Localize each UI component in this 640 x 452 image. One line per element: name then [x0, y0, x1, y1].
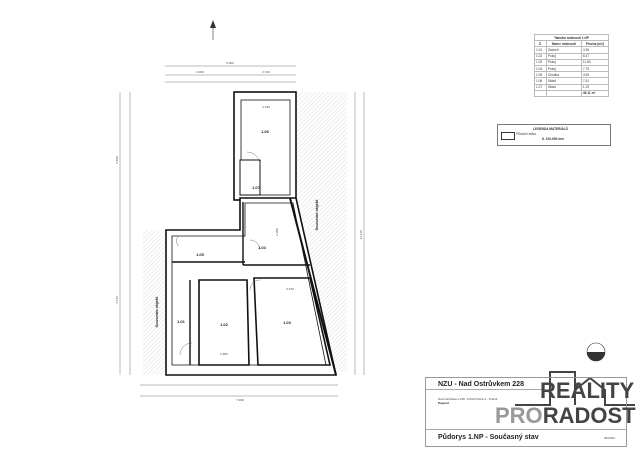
title-block: NZU - Nad Ostrůvkem 228 Nad Ostrůvkem 22…: [425, 377, 627, 447]
room-table-total: 46.11 m²: [580, 89, 610, 97]
room-label-104: 1.04: [258, 245, 267, 250]
door-swings: [176, 151, 261, 356]
logo: REALITY PRORADOST: [495, 378, 636, 428]
dim-top-left: 3.300: [196, 70, 204, 74]
dim-left-upper: 6.400: [115, 156, 119, 164]
room-label-103: 1.03: [283, 320, 292, 325]
dim-room-102: 2.285: [220, 352, 228, 356]
legend-item-detail: tl. 100-600 mm: [542, 137, 564, 141]
dimension-lines: [119, 65, 365, 397]
dim-room-104: 2.350: [275, 228, 279, 236]
neighbor-label-right: Sousední objekt: [314, 199, 319, 231]
logo-skyline-icon: [515, 371, 635, 406]
north-arrow-icon: [210, 20, 216, 40]
room-label-101: 1.01: [177, 319, 186, 324]
section-marker-icon: [586, 342, 606, 362]
neighbor-hatch-left: [143, 230, 165, 375]
room-label-102: 1.02: [220, 322, 229, 327]
neighbor-label-left: Sousední objekt: [154, 296, 159, 328]
drawing-title: Půdorys 1.NP - Současný stav: [438, 434, 539, 441]
legend-item: Původní zdivo: [516, 132, 537, 136]
logo-line2-radost: RADOST: [542, 403, 636, 428]
logo-line1: REALITY: [540, 378, 635, 403]
dim-top-right: 2.720: [262, 70, 270, 74]
logo-line2-pro: PRO: [495, 403, 543, 428]
dim-room-106: 2.130: [262, 105, 270, 109]
legend-title: LEGENDA MATERIÁLŮ: [533, 127, 568, 131]
dim-left-lower: 4.710: [115, 296, 119, 304]
room-label-105: 1.05: [196, 252, 205, 257]
room-label-106: 1.06: [261, 129, 270, 134]
dim-bottom-total: 7.930: [236, 398, 244, 402]
material-legend: LEGENDA MATERIÁLŮ Původní zdivo tl. 100-…: [497, 124, 611, 146]
project-stage: Pasport: [438, 401, 450, 405]
walls: [165, 91, 338, 376]
legend-swatch: [501, 132, 515, 140]
project-title: NZU - Nad Ostrůvkem 228: [438, 381, 524, 388]
dim-top-total: 6.020: [226, 61, 234, 65]
dim-room-103: 2.470: [286, 287, 294, 291]
project-address: Nad Ostrůvkem 228, 14700 Praha 4 - Podol…: [438, 397, 498, 401]
room-label-107: 1.07: [252, 185, 261, 190]
room-table: Tabulka místností 1.NP Č. Název místnost…: [534, 33, 610, 97]
drawing-date: 06/2024: [604, 436, 615, 440]
dim-right-total: 13.140: [359, 230, 363, 240]
